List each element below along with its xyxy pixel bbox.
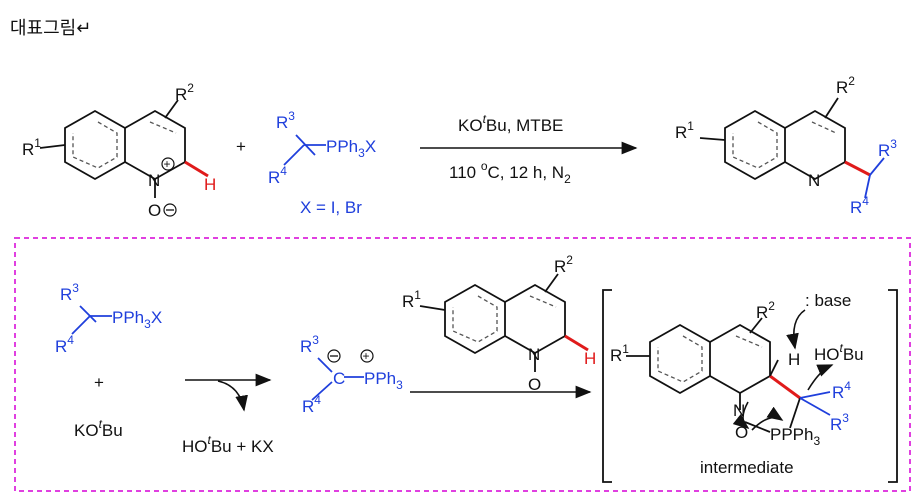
svg-text:intermediate: intermediate xyxy=(700,458,794,477)
svg-text:110 oC, 12 h, N2: 110 oC, 12 h, N2 xyxy=(449,159,571,186)
svg-text:R4: R4 xyxy=(850,194,869,217)
mechanism-arrow-1: HOtBu + KX xyxy=(182,373,274,456)
mechanism-box xyxy=(14,237,911,492)
svg-text:R4: R4 xyxy=(832,379,851,402)
svg-text:O: O xyxy=(528,375,541,394)
svg-text:PPh3X: PPh3X xyxy=(326,137,376,160)
svg-text:+: + xyxy=(363,349,370,363)
svg-text:R1: R1 xyxy=(402,288,421,311)
svg-text:R4: R4 xyxy=(55,333,74,356)
svg-text:R3: R3 xyxy=(276,109,295,132)
svg-text:R2: R2 xyxy=(175,81,194,104)
reaction-arrow-top: KOtBu, MTBE 110 oC, 12 h, N2 xyxy=(420,112,638,186)
svg-text:R3: R3 xyxy=(60,281,79,304)
plus-sign-mechanism: + xyxy=(94,373,104,392)
svg-text:R2: R2 xyxy=(756,299,775,322)
svg-text:R1: R1 xyxy=(675,119,694,142)
bracket-right xyxy=(888,289,898,483)
svg-text:R3: R3 xyxy=(300,333,319,356)
svg-text:N: N xyxy=(528,345,540,364)
product-alkylated-quinoline: R1 R2 N R3 R4 xyxy=(675,74,897,217)
svg-text:HOtBu: HOtBu xyxy=(814,341,864,364)
mechanism-quinoline-n-oxide: R1 R2 N O H xyxy=(402,253,596,394)
svg-text:R3: R3 xyxy=(830,411,849,434)
svg-text:C: C xyxy=(333,369,345,388)
bracket-left xyxy=(602,289,612,483)
svg-text:R1: R1 xyxy=(610,342,629,365)
svg-text:PPh3X: PPh3X xyxy=(112,308,162,331)
svg-text:PPh3: PPh3 xyxy=(364,369,403,392)
mechanism-intermediate: R1 R2 H N O PPPh3 R4 R3 : base HOtBu int… xyxy=(610,291,864,477)
svg-text:R2: R2 xyxy=(836,74,855,97)
svg-text:H: H xyxy=(584,349,596,368)
svg-text:R4: R4 xyxy=(302,393,321,416)
svg-text:X = I, Br: X = I, Br xyxy=(300,198,362,217)
svg-text:H: H xyxy=(788,350,800,369)
plus-sign-top: + xyxy=(236,137,246,156)
svg-text:O: O xyxy=(148,201,161,220)
mechanism-phosphonium-salt: R3 R4 PPh3X xyxy=(55,281,162,356)
svg-text:R1: R1 xyxy=(22,136,41,159)
svg-text:HOtBu + KX: HOtBu + KX xyxy=(182,433,274,456)
reactant-phosphonium-salt: R3 R4 PPh3X X = I, Br xyxy=(268,109,376,217)
svg-text:R3: R3 xyxy=(878,137,897,160)
svg-text:R4: R4 xyxy=(268,164,287,187)
svg-text:PPPh3: PPPh3 xyxy=(770,425,820,448)
mechanism-ylide: R3 C R4 PPh3 + xyxy=(300,333,403,416)
svg-text:+: + xyxy=(164,157,171,171)
svg-text:N: N xyxy=(148,171,160,190)
reactant-quinoline-n-oxide: R1 R2 N O H + xyxy=(22,81,216,220)
base-kotbu: KOtBu xyxy=(74,417,123,440)
figure-title: 대표그림↵ xyxy=(10,18,91,39)
svg-text:: base: : base xyxy=(805,291,851,310)
svg-text:R2: R2 xyxy=(554,253,573,276)
svg-text:H: H xyxy=(204,175,216,194)
svg-text:KOtBu, MTBE: KOtBu, MTBE xyxy=(458,112,563,135)
svg-text:N: N xyxy=(808,171,820,190)
